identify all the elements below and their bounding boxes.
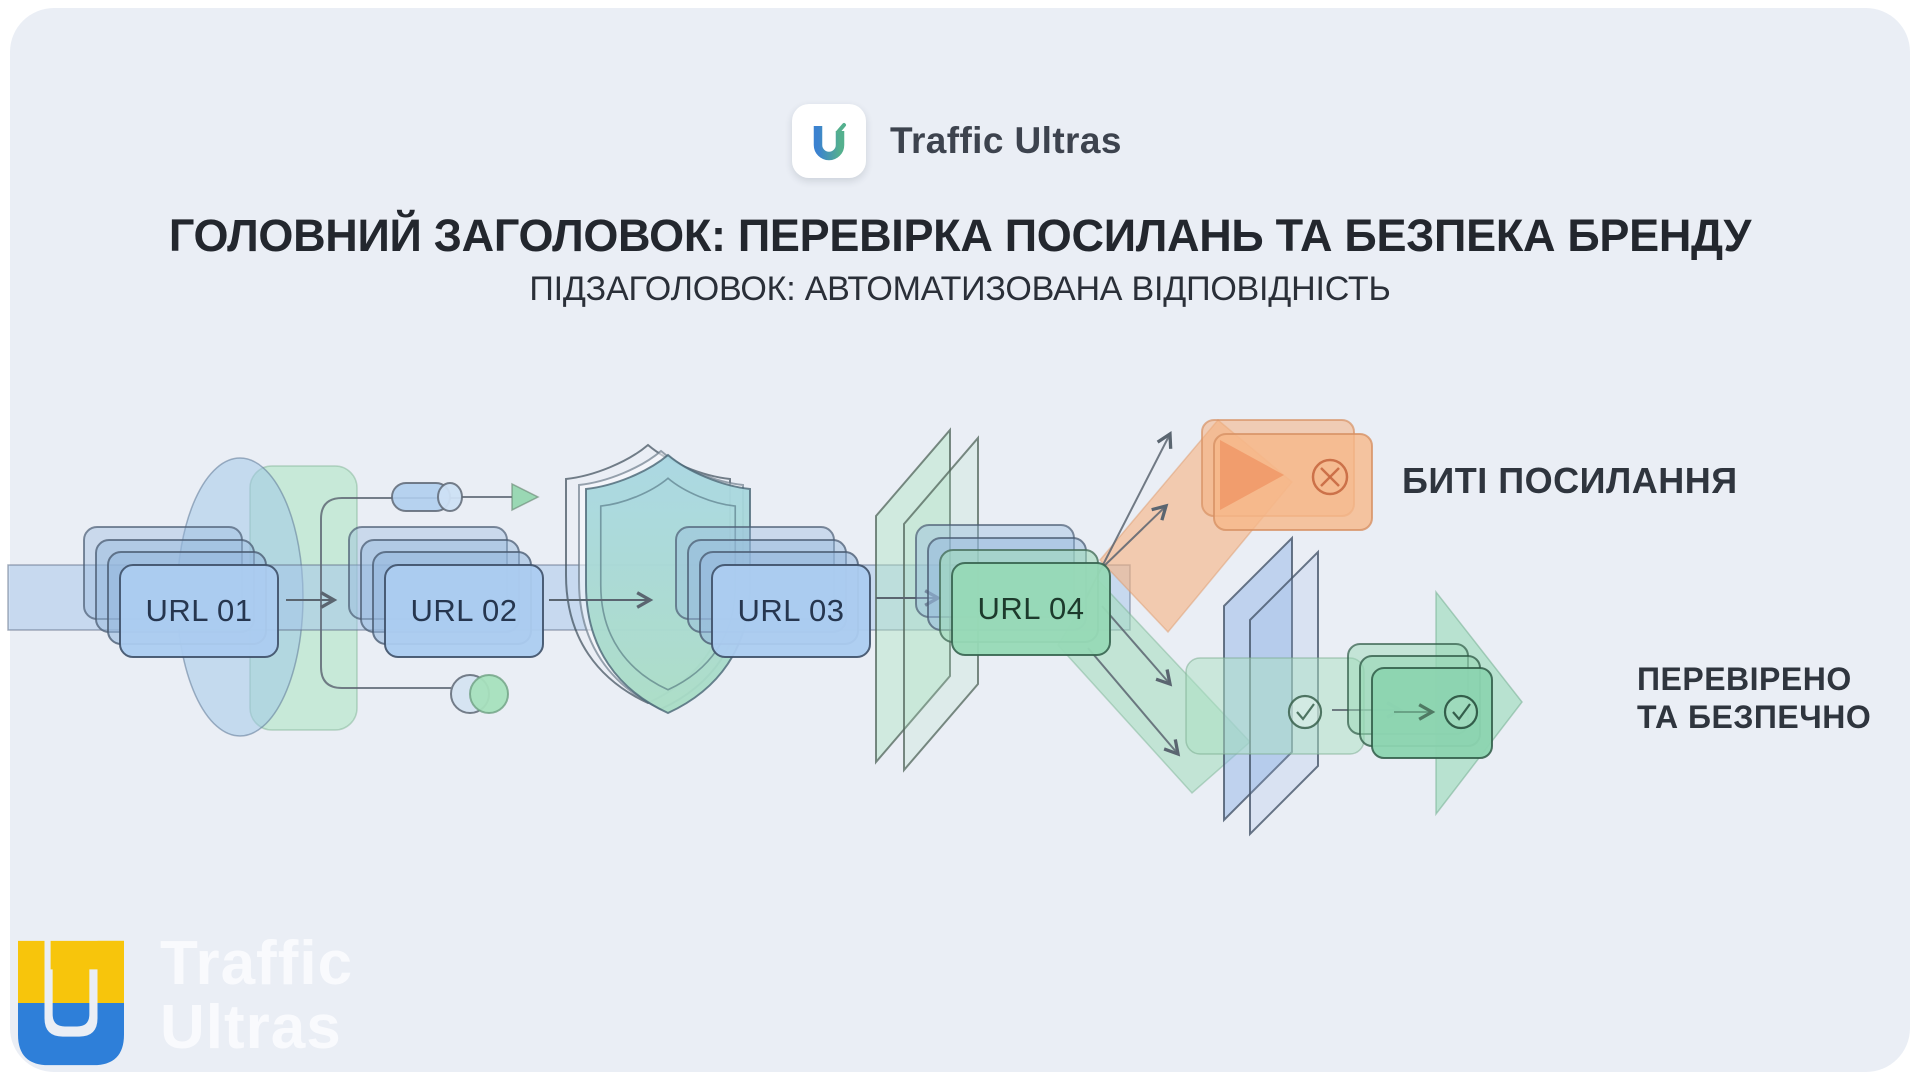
broken-links-icon [1201, 419, 1373, 531]
url-card-stack-1 [83, 526, 279, 658]
footer-brand: Traffic Ultras [18, 932, 353, 1066]
circle-x-icon [1311, 458, 1349, 496]
u-glyph-icon [813, 123, 846, 161]
footer-brand-line2: Ultras [160, 993, 342, 1062]
url-card-label-1: URL 01 [145, 593, 253, 628]
header-brand: Traffic Ultras [792, 104, 1122, 178]
url-card-label-2: URL 02 [410, 593, 518, 628]
circle-check-icon [1287, 694, 1323, 730]
twin-dots-icon [450, 674, 509, 714]
url-card-stack-4 [915, 524, 1111, 656]
traffic-ultras-app-icon [792, 104, 866, 178]
url-card-stack-3 [675, 526, 871, 658]
url-card-label-4: URL 04 [977, 591, 1085, 626]
tu-monogram-icon [18, 940, 124, 1066]
footer-brand-line1: Traffic [160, 929, 354, 998]
url-card-label-3: URL 03 [737, 593, 845, 628]
pill-arrow-icon [391, 482, 540, 512]
broken-links-label: БИТІ ПОСИЛАННЯ [1402, 460, 1738, 501]
circle-check-icon-2 [1443, 694, 1479, 730]
brand-name: Traffic Ultras [890, 120, 1122, 161]
page-title: ГОЛОВНИЙ ЗАГОЛОВОК: ПЕРЕВІРКА ПОСИЛАНЬ Т… [168, 210, 1752, 261]
shield-icon [565, 443, 751, 715]
verified-safe-label: ПЕРЕВІРЕНО ТА БЕЗПЕЧНО [1637, 660, 1871, 736]
footer-brand-text: Traffic Ultras [160, 932, 353, 1060]
verified-safe-label-line1: ПЕРЕВІРЕНО [1637, 661, 1852, 697]
verified-safe-label-line2: ТА БЕЗПЕЧНО [1637, 699, 1872, 735]
url-card-stack-2 [348, 526, 544, 658]
page-subtitle: ПІДЗАГОЛОВОК: АВТОМАТИЗОВАНА ВІДПОВІДНІС… [529, 270, 1391, 308]
safe-band [1185, 657, 1365, 755]
